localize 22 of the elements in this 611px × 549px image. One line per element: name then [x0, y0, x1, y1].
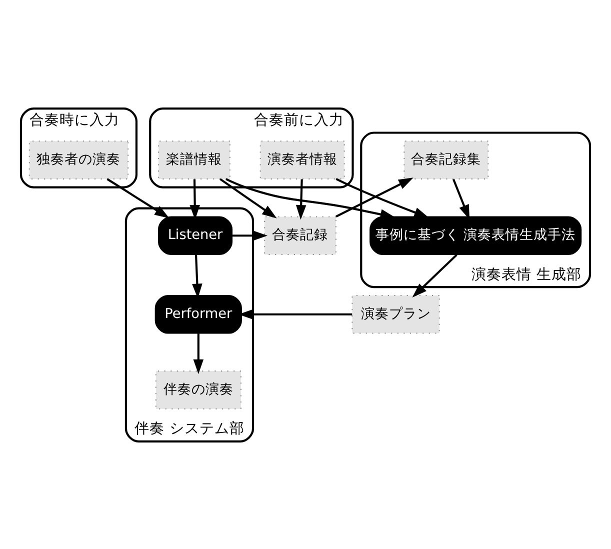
arrow [336, 178, 429, 218]
node-box: 独奏者の演奏 [28, 140, 129, 179]
arrow [336, 177, 414, 217]
arrow [106, 178, 170, 218]
arrow [452, 178, 470, 220]
node-box: 合奏記録 [264, 216, 336, 255]
node-box: Listener [158, 216, 233, 255]
arrow [193, 333, 204, 374]
arrow [226, 178, 396, 219]
node-box: 事例に基づく 演奏表情生成手法 [370, 216, 582, 255]
arrow [220, 178, 277, 218]
arrow [232, 230, 268, 240]
node-box: 演奏プラン [352, 294, 440, 334]
node-box: 演奏者情報 [260, 140, 345, 179]
node-box: 伴奏の演奏 [155, 370, 242, 409]
arrow [296, 178, 306, 220]
arrow [192, 254, 202, 298]
node-box: Performer [154, 294, 242, 334]
arrow [190, 178, 200, 220]
arrow [412, 254, 458, 297]
node-box: 楽譜情報 [158, 140, 230, 179]
node-box: 合奏記録集 [404, 140, 489, 179]
